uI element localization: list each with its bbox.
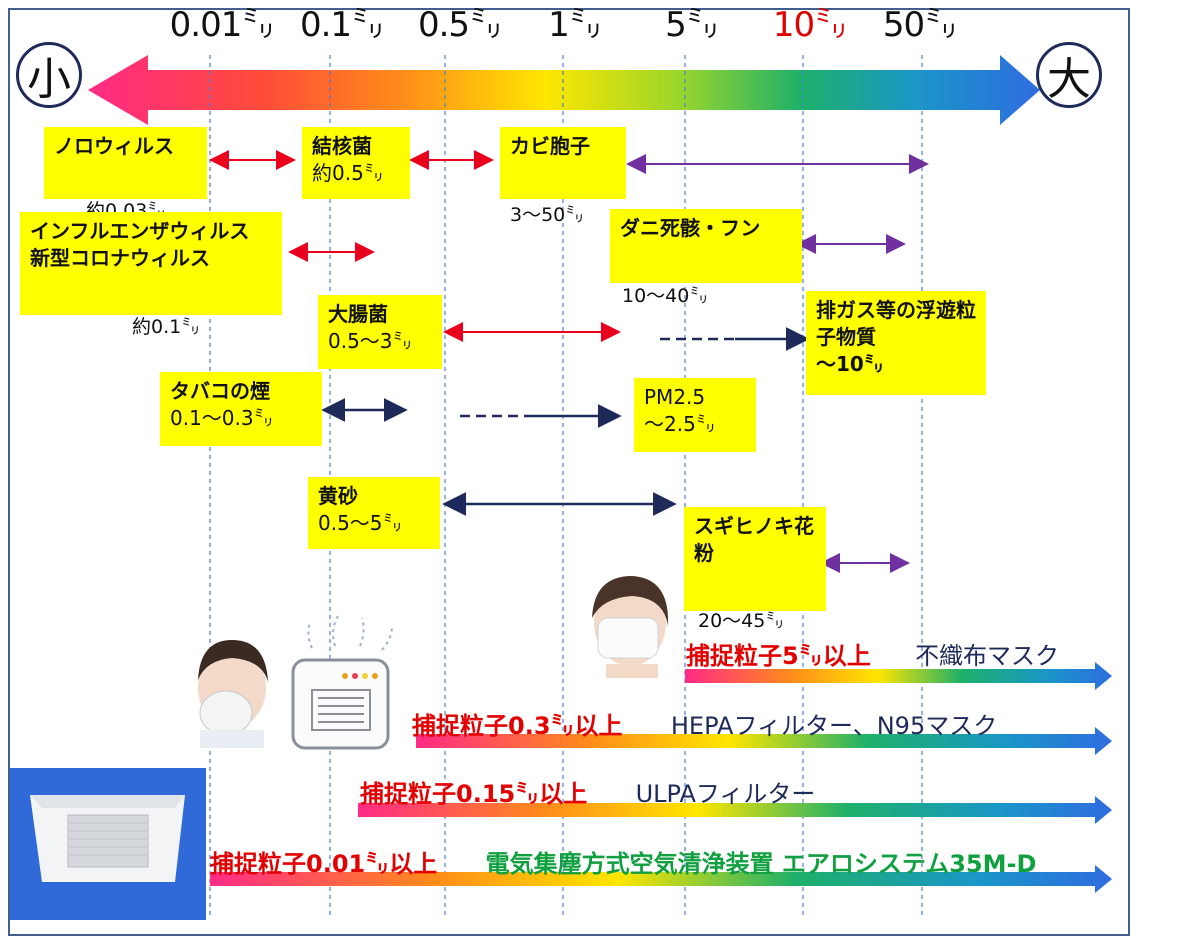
ceiling-unit-picture bbox=[10, 768, 206, 920]
filter-name: HEPAフィルター、N95マスク bbox=[670, 712, 998, 740]
filter-caption-aero: 捕捉粒子0.01㍉以上 電気集塵方式空気清浄装置 エアロシステム35M-D bbox=[210, 844, 1036, 879]
filter-prefix: 捕捉粒子0.01㍉以上 bbox=[210, 850, 438, 878]
size-mold: 3～50㍉ bbox=[510, 204, 585, 226]
filter-caption-mask: 捕捉粒子5㍉以上 不織布マスク bbox=[686, 636, 1059, 671]
tick-label: 1㍉ bbox=[548, 5, 603, 45]
scale-arrow bbox=[88, 55, 1040, 125]
filter-name: ULPAフィルター bbox=[635, 780, 816, 808]
particle-mold: カビ胞子 bbox=[500, 127, 626, 199]
filter-prefix: 捕捉粒子0.3㍉以上 bbox=[412, 712, 623, 740]
filter-name: 電気集塵方式空気清浄装置 エアロシステム35M-D bbox=[485, 850, 1037, 878]
particle-norovirus: ノロウィルス bbox=[44, 127, 207, 199]
size-tobacco: 0.1～0.3㍉ bbox=[170, 406, 274, 430]
tick-label: 0.1㍉ bbox=[299, 5, 385, 45]
filter-arrow-mask bbox=[685, 662, 1112, 690]
particle-tb: 結核菌 約0.5㍉ bbox=[302, 127, 410, 199]
particle-tobacco-name: タバコの煙 bbox=[170, 379, 270, 403]
tick-label: 10㍉ bbox=[772, 5, 848, 45]
filter-name: 不織布マスク bbox=[915, 642, 1060, 670]
large-end-label: 大 bbox=[1036, 42, 1102, 108]
size-pollen: 20～45㍉ bbox=[698, 610, 785, 632]
particle-ecoli-name: 大腸菌 bbox=[328, 302, 388, 326]
particle-mite: ダニ死骸・フン bbox=[610, 209, 802, 283]
filter-prefix: 捕捉粒子5㍉以上 bbox=[686, 642, 871, 670]
size-tb: 約0.5㍉ bbox=[312, 161, 384, 185]
size-flu: 約0.1㍉ bbox=[132, 316, 201, 338]
particle-tb-name: 結核菌 bbox=[312, 134, 372, 158]
n95-mask-person-picture bbox=[198, 640, 268, 748]
particle-flu: インフルエンザウィルス 新型コロナウィルス bbox=[20, 212, 282, 315]
nonwoven-mask-person-picture bbox=[592, 576, 669, 678]
size-mite: 10～40㍉ bbox=[622, 285, 709, 307]
particle-tobacco: タバコの煙 0.1～0.3㍉ bbox=[160, 372, 322, 446]
particle-pm25: PM2.5 ～2.5㍉ bbox=[634, 378, 756, 452]
particle-flu-name2: 新型コロナウィルス bbox=[30, 246, 210, 270]
particle-sand-name: 黄砂 bbox=[318, 484, 358, 508]
tick-label: 0.01㍉ bbox=[169, 5, 276, 45]
filter-caption-ulpa: 捕捉粒子0.15㍉以上 ULPAフィルター bbox=[360, 774, 815, 809]
particle-ecoli: 大腸菌 0.5～3㍉ bbox=[318, 295, 442, 369]
tick-label: 5㍉ bbox=[665, 5, 720, 45]
particle-exhaust-name: 排ガス等の浮遊粒子物質 bbox=[816, 298, 976, 349]
filter-caption-hepa: 捕捉粒子0.3㍉以上 HEPAフィルター、N95マスク bbox=[412, 706, 997, 741]
diagram-frame bbox=[8, 8, 1130, 936]
particle-flu-name1: インフルエンザウィルス bbox=[30, 219, 250, 243]
filter-arrow-ulpa bbox=[358, 796, 1112, 824]
filter-prefix: 捕捉粒子0.15㍉以上 bbox=[360, 780, 588, 808]
size-exhaust: ～10㍉ bbox=[816, 352, 884, 376]
tick-label: 50㍉ bbox=[882, 5, 958, 45]
particle-sand: 黄砂 0.5～5㍉ bbox=[308, 477, 440, 549]
particle-pm25-name: PM2.5 bbox=[644, 385, 706, 409]
size-pm25: ～2.5㍉ bbox=[644, 412, 716, 436]
small-end-label: 小 bbox=[16, 42, 82, 108]
size-ecoli: 0.5～3㍉ bbox=[328, 329, 413, 353]
particle-pollen: スギヒノキ花粉 bbox=[684, 507, 826, 611]
tick-label: 0.5㍉ bbox=[417, 5, 503, 45]
air-purifier-icon bbox=[291, 615, 393, 750]
size-sand: 0.5～5㍉ bbox=[318, 511, 403, 535]
filter-arrow-aero bbox=[210, 865, 1112, 893]
filter-arrow-hepa bbox=[416, 727, 1112, 755]
filter-arrows bbox=[210, 662, 1112, 893]
particle-exhaust: 排ガス等の浮遊粒子物質 ～10㍉ bbox=[806, 291, 986, 395]
